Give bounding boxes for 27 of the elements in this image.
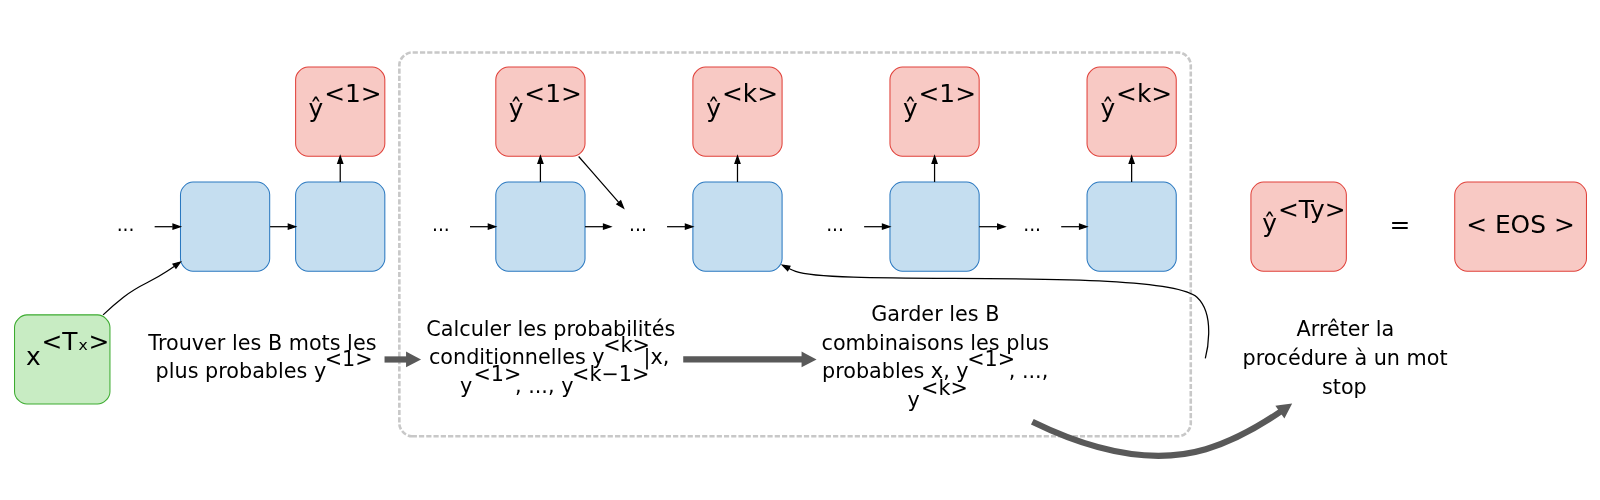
cluster [397, 51, 1192, 438]
arrow [682, 351, 817, 368]
node-text: ... [431, 214, 450, 236]
node-text: ... [116, 214, 134, 236]
node-box [888, 181, 980, 272]
node-text: ... [825, 214, 844, 236]
arrow [101, 260, 182, 316]
arrow [930, 154, 938, 183]
node-text: ... [1022, 214, 1041, 236]
arrow [577, 155, 625, 210]
arrow [336, 154, 344, 183]
node-box [1086, 181, 1177, 272]
arrow [780, 264, 1209, 359]
node-box [179, 181, 270, 272]
node-box [691, 181, 783, 272]
label: = [1388, 210, 1410, 240]
node-box: < EOS > [1453, 181, 1587, 272]
arrow [536, 154, 544, 183]
node-box [494, 181, 586, 272]
node-text: Arrêter la procédure à un mot stop [1242, 316, 1448, 399]
arrow [978, 223, 1007, 231]
node-text: ... [628, 214, 647, 236]
arrow [583, 223, 613, 231]
node-box [294, 181, 385, 272]
arrow [1030, 403, 1292, 459]
arrow [1127, 154, 1135, 183]
arrow [733, 154, 741, 183]
